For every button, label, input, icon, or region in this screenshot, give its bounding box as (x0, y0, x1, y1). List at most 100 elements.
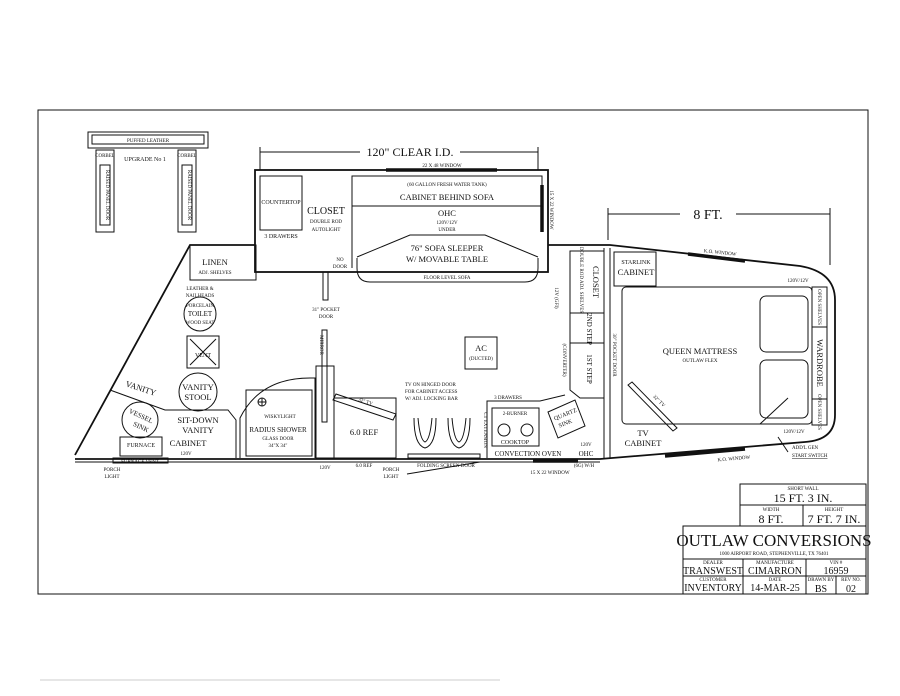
bathroom: LINEN ADJ. SHELVES LEATHER & NAILHEADS P… (104, 244, 316, 480)
swivel-chair-icon (447, 417, 471, 449)
water-tank-label: (60 GALLON FRESH WATER TANK) (407, 183, 487, 188)
vanity-stool-icon (178, 372, 218, 412)
mirror-label: MIRROR (318, 335, 323, 355)
ac-sub-label: (DUCTED) (469, 357, 493, 362)
tv-note: W/ ADJ. LOCKING BAR (405, 397, 458, 402)
drawers-label: 3 DRAWERS (264, 234, 297, 240)
customer-label: CUSTOMER (699, 578, 727, 583)
drawn-by-label: DRAWN BY (808, 578, 835, 583)
height-label: HEIGHT (825, 508, 844, 513)
starlink-cabinet-label: STARLINK (621, 260, 651, 266)
ohc-label: OHC (579, 450, 594, 458)
nailheads-label: NAILHEADS (186, 294, 215, 299)
power-label: 120V (319, 466, 331, 471)
drawers-label: 3 DRAWERS (494, 396, 522, 401)
upgrade-title: UPGRADE No 1 (124, 157, 166, 163)
power-label: 120V (180, 452, 192, 457)
linen-sub-label: ADJ. SHELVES (198, 271, 231, 276)
vanity-stool-label: STOOL (184, 392, 211, 402)
drawn-by-value: BS (815, 584, 827, 595)
puffed-leather-label: PUFFED LEATHER (127, 139, 170, 144)
refrigerator-label: 6.0 REF (350, 427, 379, 437)
gfi-label: 12V (GFI) (553, 287, 558, 308)
vin-value: 16959 (824, 566, 849, 577)
vent-label: VENT (195, 353, 211, 359)
ref-vent-label: 6.0 REF (356, 464, 373, 469)
tv-label: 32" TV (651, 395, 665, 409)
wardrobe-label: WARDROBE (815, 339, 825, 387)
porch-light-label: LIGHT (105, 475, 120, 480)
title-block: SHORT WALL 15 FT. 3 IN. WIDTH 8 FT. HEIG… (676, 483, 872, 595)
ko-window-top-label: K.O. WINDOW (703, 249, 736, 257)
first-step-label: 1ST STEP (585, 354, 593, 384)
tv-note: FOR CABINET ACCESS (405, 390, 458, 395)
power-label: 120V (580, 443, 592, 448)
linen-label: LINEN (202, 257, 228, 267)
manufacture-label: MANUFACTURE (756, 561, 794, 566)
pocket-door-label: 31" POCKET (312, 308, 340, 313)
second-step-label: 2ND STEP (585, 313, 593, 345)
manufacture-value: CIMARRON (748, 566, 802, 577)
wood-seat-label: WOOD SEAT (186, 321, 215, 326)
mattress-sub-label: OUTLAW FLEX (683, 359, 718, 364)
8ft-dimension: 8 FT. (693, 208, 722, 223)
customer-value: INVENTORY (684, 583, 742, 594)
rev-label: REV NO. (841, 578, 861, 583)
pocket-door-label: 30" POCKET DOOR (611, 333, 616, 377)
burner-label: 2-BURNER (503, 412, 528, 417)
skylight-label: WISKYLIGHT (264, 415, 295, 420)
short-wall-label: SHORT WALL (787, 487, 818, 492)
ac-label: AC (475, 343, 487, 353)
raised-panel-label: RAISED PANEL DOOR (104, 170, 109, 221)
porch-light-label: LIGHT (384, 475, 399, 480)
width-label: WIDTH (763, 508, 780, 513)
company-address: 1000 AIRPORT ROAD, STEPHENVILLE, TX 7640… (719, 552, 829, 557)
upgrade-detail: PUFFED LEATHER CORBEL CORBEL UPGRADE No … (87, 131, 209, 233)
vanity-label: VANITY (124, 379, 157, 398)
vessel-sink-icon (121, 401, 159, 439)
entry-area: CLOSET DOUBLE ROD ADJ. SHELVES 12V (GFI)… (553, 247, 616, 458)
open-shelves-label: OPEN SHELVES (816, 289, 821, 325)
power-label: 120V/12V (783, 430, 805, 435)
ohc-label: OHC (438, 208, 456, 218)
convection-oven-label: CONVECTION OVEN (495, 450, 562, 458)
floor-sofa-label: FLOOR LEVEL SOFA (424, 276, 471, 281)
side-window-label: 15 X 22 WINDOW (548, 190, 553, 229)
cabinet-label: CABINET (170, 438, 208, 448)
gen-switch-label: START SWITCH (792, 454, 828, 459)
power-label: 120V/12V (787, 279, 809, 284)
sofa-sleeper-sub-label: W/ MOVABLE TABLE (406, 254, 488, 264)
height-value: 7 FT. 7 IN. (808, 512, 861, 526)
gen-switch-label: ADD'L GEN (792, 446, 819, 451)
dimension-clear-id: 120" CLEAR I.D. (259, 145, 539, 170)
screen-door-label: FOLDING SCREEN DOOR (417, 464, 475, 469)
shower-label: RADIUS SHOWER (249, 426, 307, 434)
bedroom: STARLINK CABINET QUEEN MATTRESS OUTLAW F… (613, 251, 828, 459)
swivel-chair-icon (413, 417, 437, 449)
converter-label: (CONVERTER) (561, 343, 566, 376)
rev-value: 02 (846, 584, 856, 595)
short-wall-value: 15 FT. 3 IN. (774, 491, 833, 505)
cooktop-label: COOKTOP (501, 440, 530, 446)
ct-extension-label: CT EXTENSION (482, 412, 487, 448)
tv-note: TV ON HINGED DOOR (405, 383, 457, 388)
vent-icon (186, 335, 220, 369)
furnace-label: FURNACE (127, 443, 155, 449)
burner-icon (497, 423, 511, 437)
company-name: OUTLAW CONVERSIONS (676, 531, 871, 550)
countertop-label: COUNTERTOP (261, 200, 301, 206)
closet-sub-label: AUTOLIGHT (312, 228, 341, 233)
closet-sub-label: DOUBLE ROD ADJ. SHELVES (578, 247, 583, 313)
tv-cabinet-label: TV (637, 428, 649, 438)
raised-panel-label: RAISED PANEL DOOR (186, 170, 191, 221)
living-area: 31" POCKET DOOR MIRROR AC (DUCTED) 6.0 R… (312, 308, 594, 480)
toilet-icon (183, 296, 217, 332)
toilet-label: TOILET (188, 310, 213, 318)
quartz-sink-label: SINK (558, 418, 574, 429)
top-window-label: 22 X 48 WINDOW (422, 164, 461, 169)
burner-icon (520, 423, 534, 437)
drawing-border (37, 109, 869, 595)
pocket-door-label: DOOR (319, 315, 334, 320)
corbel-label: CORBEL (177, 154, 197, 159)
ohc-under-label: UNDER (438, 228, 456, 233)
